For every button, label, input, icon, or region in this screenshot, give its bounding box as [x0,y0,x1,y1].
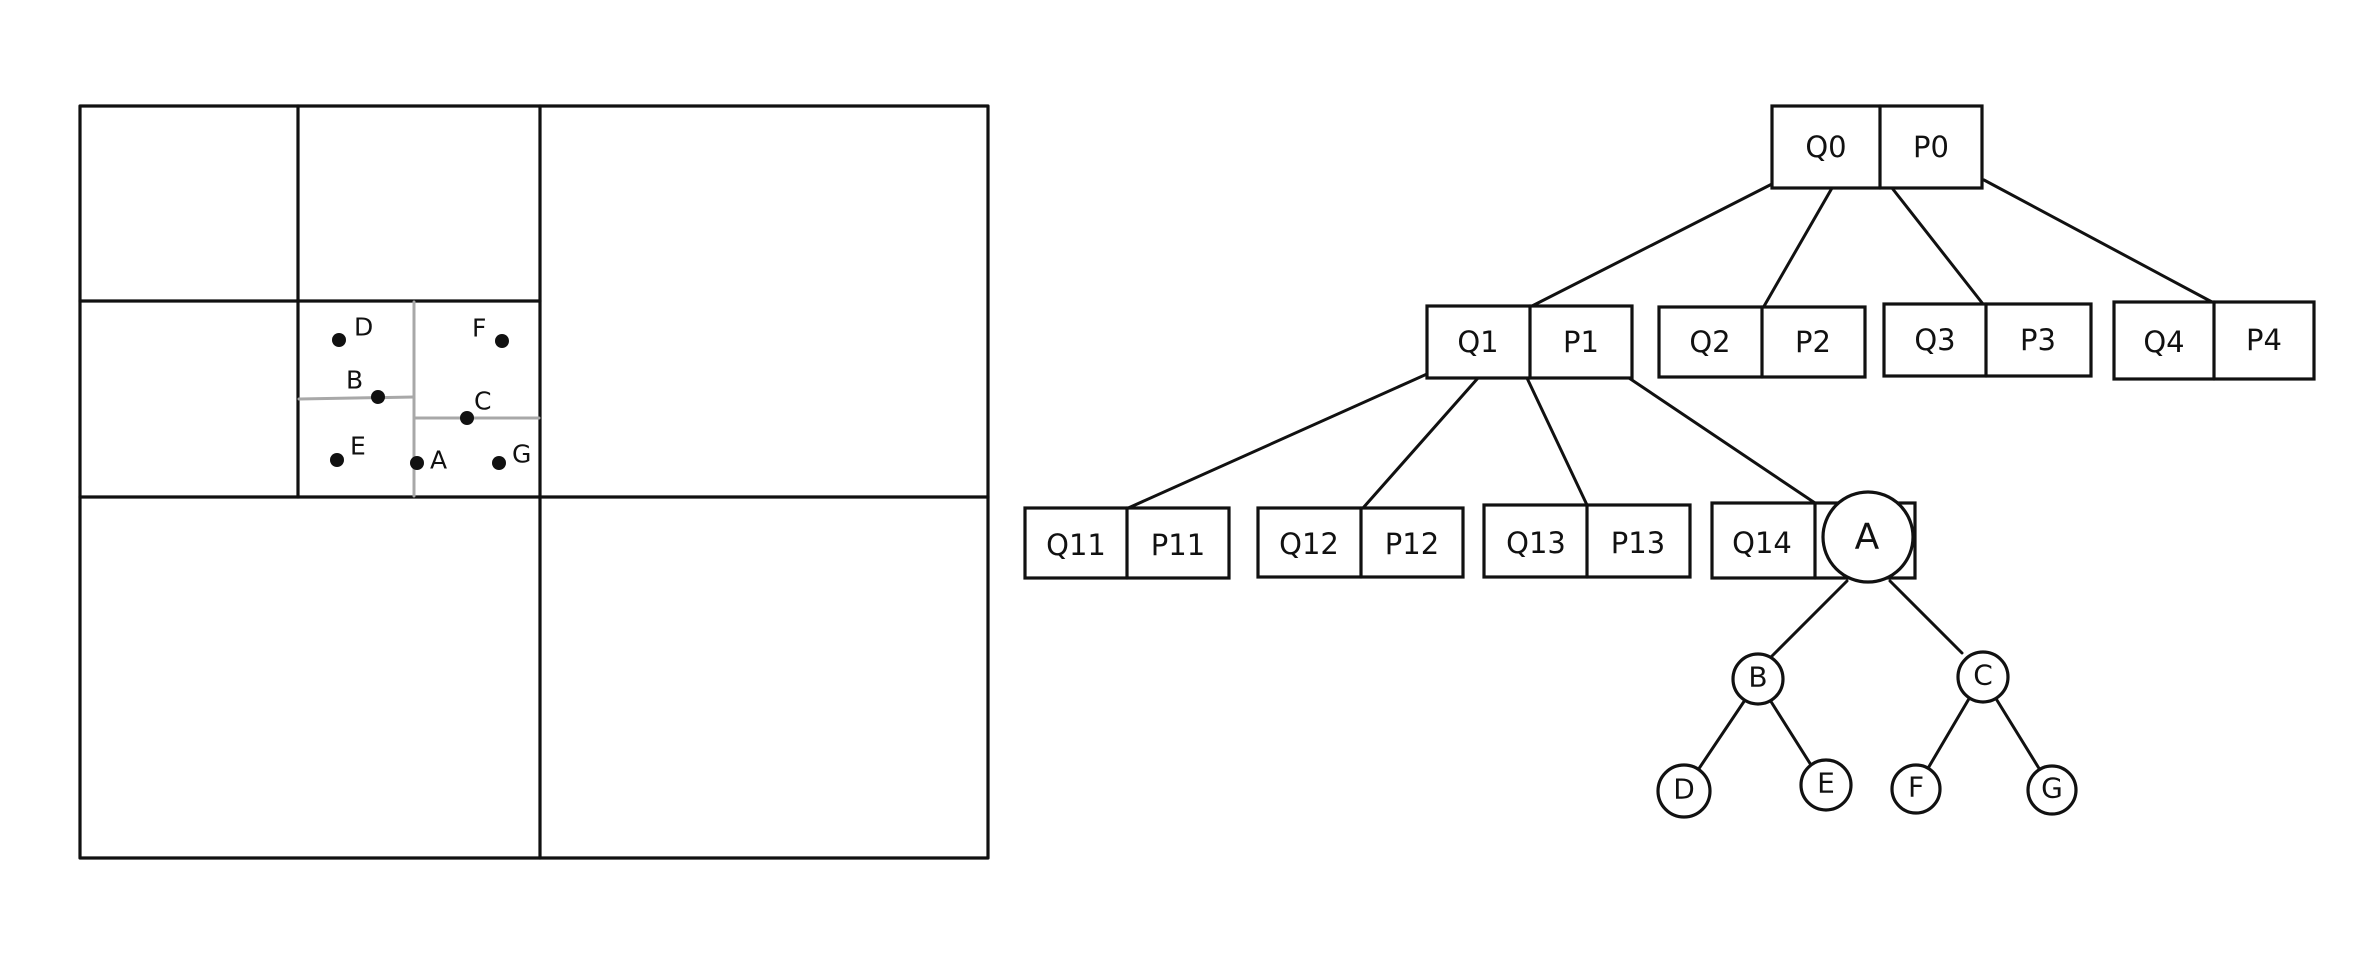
node-q11: Q11 P11 [1023,506,1231,580]
edge-q1-q12 [1361,376,1480,510]
kd-node-d: D [1656,763,1712,819]
point-e-dot [330,453,344,467]
kd-node-f-circle [1890,763,1942,815]
kd-split-left [297,395,416,401]
kd-node-e-circle [1799,758,1853,812]
point-f: F [472,314,509,348]
kd-node-c-circle [1956,650,2010,704]
quadtree-grid: D F B C E A G [78,104,990,860]
point-a-dot [410,456,424,470]
node-q4-q: Q4 [2143,325,2184,359]
point-g-dot [492,456,506,470]
edge-q1-q14 [1624,374,1817,505]
kd-node-d-label: D [1673,773,1695,806]
edge-b-d [1696,698,1747,772]
edge-root-q4 [1982,178,2214,304]
node-q2-p: P2 [1795,325,1831,359]
node-q4-p: P4 [2246,323,2282,357]
grid-points: D F B C E A G [330,313,531,475]
tree-edges [1124,178,2214,772]
point-g-label: G [512,440,531,469]
kd-node-d-circle [1656,763,1712,819]
edge-root-q3 [1890,186,1985,306]
node-root-box [1770,104,1984,190]
point-e-label: E [350,432,366,461]
point-b-dot [371,390,385,404]
node-a-circle [1821,490,1915,584]
point-d: D [332,313,373,347]
point-e: E [330,432,366,467]
node-q13-q: Q13 [1506,526,1566,560]
kd-node-g-circle [2026,764,2078,816]
node-a-label: A [1855,517,1880,558]
node-q2-q: Q2 [1689,325,1730,359]
node-q13: Q13 P13 [1482,503,1692,579]
edge-q1-q13 [1525,376,1589,507]
point-c: C [460,387,491,425]
node-root-q: Q0 [1805,130,1846,164]
node-q3-p: P3 [2020,323,2056,357]
node-q2: Q2 P2 [1657,305,1867,379]
node-q14-q: Q14 [1732,526,1792,560]
edge-a-b [1770,579,1849,658]
point-b: B [346,366,385,404]
node-q13-p: P13 [1611,526,1665,560]
kd-node-c: C [1956,650,2010,704]
node-q11-p: P11 [1151,528,1205,562]
kd-node-b-circle [1731,652,1785,706]
point-c-label: C [474,387,491,416]
node-q12: Q12 P12 [1256,506,1465,579]
kd-node-c-label: C [1973,659,1993,692]
tree: Q0 P0 Q1 P1 Q2 P2 Q3 P3 Q4 P4 [1023,104,2316,819]
kd-node-e: E [1799,758,1853,812]
kd-node-b: B [1731,652,1785,706]
node-q12-q: Q12 [1279,527,1339,561]
node-root-p: P0 [1913,130,1949,164]
point-c-dot [460,411,474,425]
kd-node-e-label: E [1817,767,1835,800]
point-b-label: B [346,366,363,395]
edge-c-g [1993,695,2042,772]
edge-b-e [1768,698,1813,767]
edge-root-q2 [1761,186,1834,310]
kd-node-f: F [1890,763,1942,815]
point-d-dot [332,333,346,347]
edge-q1-q11 [1124,372,1429,511]
point-a-label: A [430,446,447,475]
point-a: A [410,446,447,475]
node-q1-q: Q1 [1457,325,1498,359]
point-f-label: F [472,314,486,343]
node-q11-q: Q11 [1046,528,1106,562]
node-q3: Q3 P3 [1882,302,2093,378]
kd-node-g-label: G [2041,772,2063,805]
grid-outer-border [78,104,990,860]
edge-a-c [1888,579,1964,655]
node-root: Q0 P0 [1770,104,1984,190]
point-g: G [492,440,531,470]
kd-node-f-label: F [1908,771,1924,804]
edge-c-f [1925,695,1972,772]
kd-node-g: G [2026,764,2078,816]
point-d-label: D [354,313,373,342]
kd-node-b-label: B [1748,661,1767,694]
node-q12-p: P12 [1385,527,1439,561]
node-q1: Q1 P1 [1425,304,1634,380]
node-q3-q: Q3 [1914,323,1955,357]
node-q4: Q4 P4 [2112,300,2316,381]
node-q1-p: P1 [1563,325,1599,359]
edge-root-q1 [1530,182,1774,308]
point-f-dot [495,334,509,348]
node-q14: Q14 A [1710,490,1917,584]
